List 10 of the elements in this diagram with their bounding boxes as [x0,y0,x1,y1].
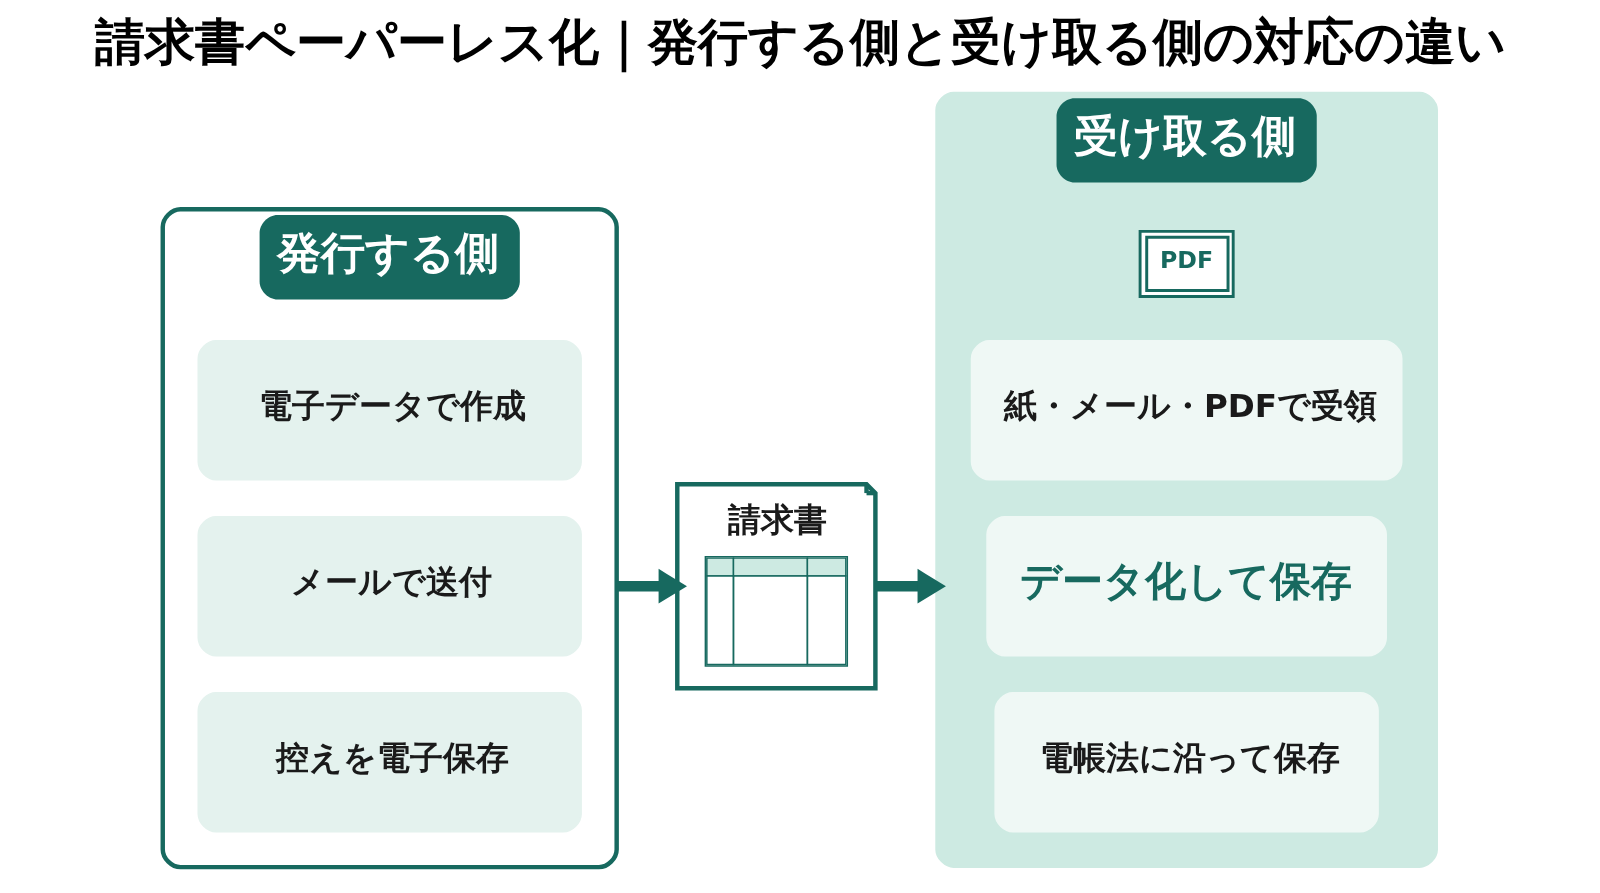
diagram-title: 請求書ペーパーレス化｜発行する側と受け取る側の対応の違い [94,11,1506,71]
node-box: メールで送付 [197,516,582,657]
label: PDF [1160,246,1214,275]
node-box: 控えを電子保存 [197,691,582,833]
node-box: 紙・メール・PDFで受領 [970,340,1403,481]
arrow [616,568,687,604]
node-box: 電子データで作成 [197,340,582,481]
node-box: データ化して保存 [986,516,1387,657]
arrow [875,568,946,604]
node-box: 電帳法に沿って保存 [994,691,1379,833]
